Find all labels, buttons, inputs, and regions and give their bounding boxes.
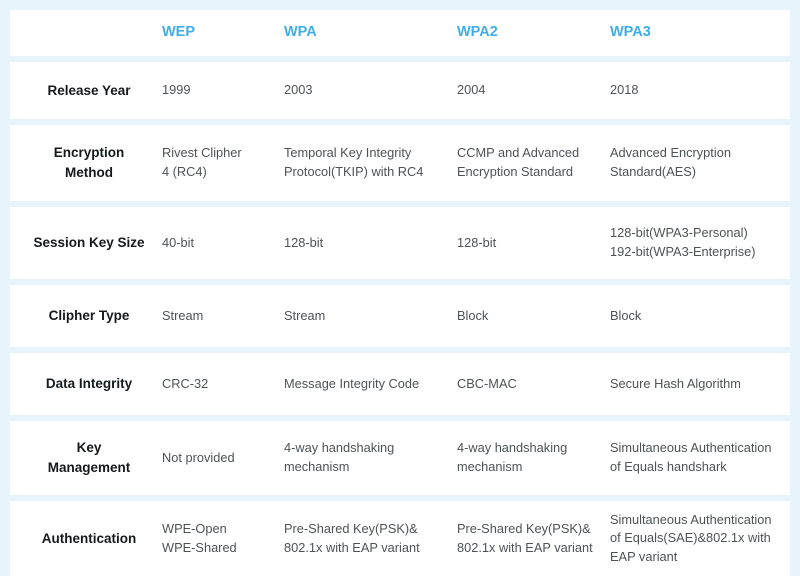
cell-wpa3: Block — [604, 307, 790, 326]
cell-wep: Rivest Clipher 4 (RC4) — [156, 144, 278, 181]
cell-wpa3: Simultaneous Authentication of Equals ha… — [604, 439, 790, 476]
cell-value: Block — [457, 307, 489, 323]
cell-value: 2004 — [457, 82, 486, 98]
cell-wpa3: 2018 — [604, 81, 790, 100]
cell-value: 128-bit — [457, 234, 497, 250]
cell-value: 40-bit — [162, 234, 195, 250]
header-cell-wep: WEP — [156, 22, 278, 43]
cell-value: Advanced Encryption Standard(AES) — [610, 145, 731, 179]
cell-wpa2: Block — [451, 307, 604, 326]
row-label: Clipher Type — [48, 308, 130, 324]
table-row: Encryption Method Rivest Clipher 4 (RC4)… — [10, 125, 790, 201]
row-label-cell: Session Key Size — [10, 233, 156, 253]
cell-value: Block — [610, 307, 642, 323]
cell-wpa2: 4-way handshaking mechanism — [451, 439, 604, 476]
cell-wep: CRC-32 — [156, 375, 278, 394]
cell-wep: Not provided — [156, 449, 278, 468]
row-label: Authentication — [41, 530, 137, 546]
row-label-cell: Encryption Method — [10, 143, 156, 182]
table-row: Key Management Not provided 4-way handsh… — [10, 421, 790, 495]
row-label-cell: Authentication — [10, 529, 156, 549]
column-header-wpa: WPA — [284, 24, 317, 41]
row-label: Session Key Size — [33, 235, 145, 251]
table-row: Clipher Type Stream Stream Block Block — [10, 285, 790, 347]
column-header-wep: WEP — [162, 24, 196, 41]
cell-value: 4-way handshaking mechanism — [284, 440, 395, 474]
cell-value: Simultaneous Authentication of Equals ha… — [610, 440, 772, 474]
cell-value: Message Integrity Code — [284, 375, 420, 391]
cell-value: Not provided — [162, 449, 235, 465]
row-label: Data Integrity — [45, 376, 133, 392]
cell-value: 4-way handshaking mechanism — [457, 440, 568, 474]
header-cell-wpa2: WPA2 — [451, 22, 604, 43]
cell-wpa: 2003 — [278, 81, 451, 100]
header-cell-wpa: WPA — [278, 22, 451, 43]
header-cell-wpa3: WPA3 — [604, 22, 790, 43]
row-label-cell: Data Integrity — [10, 374, 156, 394]
cell-wpa3: Simultaneous Authentication of Equals(SA… — [604, 511, 790, 567]
cell-wpa2: 2004 — [451, 81, 604, 100]
cell-wpa2: CBC-MAC — [451, 375, 604, 394]
table-header-row: WEP WPA WPA2 WPA3 — [10, 10, 790, 56]
cell-wep: 40-bit — [156, 234, 278, 253]
cell-value: 128-bit(WPA3-Personal) 192-bit(WPA3-Ente… — [610, 225, 756, 259]
cell-wpa3: Secure Hash Algorithm — [604, 375, 790, 394]
column-header-wpa2: WPA2 — [457, 24, 498, 41]
cell-wpa: 4-way handshaking mechanism — [278, 439, 451, 476]
cell-wpa: Pre-Shared Key(PSK)& 802.1x with EAP var… — [278, 520, 451, 557]
cell-wpa: Temporal Key Integrity Protocol(TKIP) wi… — [278, 144, 451, 181]
row-label: Encryption Method — [53, 145, 125, 180]
row-label-cell: Clipher Type — [10, 306, 156, 326]
cell-value: Secure Hash Algorithm — [610, 375, 741, 391]
cell-value: 1999 — [162, 82, 191, 98]
cell-value: CRC-32 — [162, 375, 209, 391]
row-label-cell: Key Management — [10, 438, 156, 477]
cell-wpa3: 128-bit(WPA3-Personal) 192-bit(WPA3-Ente… — [604, 224, 790, 261]
row-label: Key Management — [47, 440, 131, 475]
cell-wpa: 128-bit — [278, 234, 451, 253]
table-row: Session Key Size 40-bit 128-bit 128-bit … — [10, 207, 790, 279]
cell-wpa3: Advanced Encryption Standard(AES) — [604, 144, 790, 181]
cell-wpa2: Pre-Shared Key(PSK)& 802.1x with EAP var… — [451, 520, 604, 557]
cell-value: Simultaneous Authentication of Equals(SA… — [610, 511, 772, 564]
cell-wpa: Stream — [278, 307, 451, 326]
row-label: Release Year — [47, 82, 131, 98]
cell-value: Pre-Shared Key(PSK)& 802.1x with EAP var… — [284, 520, 420, 555]
cell-value: WPE-Open WPE-Shared — [162, 520, 237, 555]
cell-wpa: Message Integrity Code — [278, 375, 451, 394]
cell-value: CBC-MAC — [457, 375, 517, 391]
column-header-wpa3: WPA3 — [610, 24, 651, 41]
cell-value: Temporal Key Integrity Protocol(TKIP) wi… — [284, 145, 424, 179]
cell-wep: Stream — [156, 307, 278, 326]
table-row: Release Year 1999 2003 2004 2018 — [10, 62, 790, 119]
cell-wep: WPE-Open WPE-Shared — [156, 520, 278, 557]
table-row: Authentication WPE-Open WPE-Shared Pre-S… — [10, 501, 790, 576]
cell-value: Stream — [162, 307, 204, 323]
row-label-cell: Release Year — [10, 81, 156, 101]
cell-value: 2018 — [610, 82, 639, 98]
cell-value: Stream — [284, 307, 326, 323]
cell-value: 128-bit — [284, 234, 324, 250]
cell-wep: 1999 — [156, 81, 278, 100]
cell-value: Rivest Clipher 4 (RC4) — [162, 145, 242, 179]
cell-wpa2: CCMP and Advanced Encryption Standard — [451, 144, 604, 181]
table-row: Data Integrity CRC-32 Message Integrity … — [10, 353, 790, 415]
cell-wpa2: 128-bit — [451, 234, 604, 253]
cell-value: Pre-Shared Key(PSK)& 802.1x with EAP var… — [457, 520, 593, 555]
cell-value: CCMP and Advanced Encryption Standard — [457, 145, 580, 179]
cell-value: 2003 — [284, 82, 313, 98]
